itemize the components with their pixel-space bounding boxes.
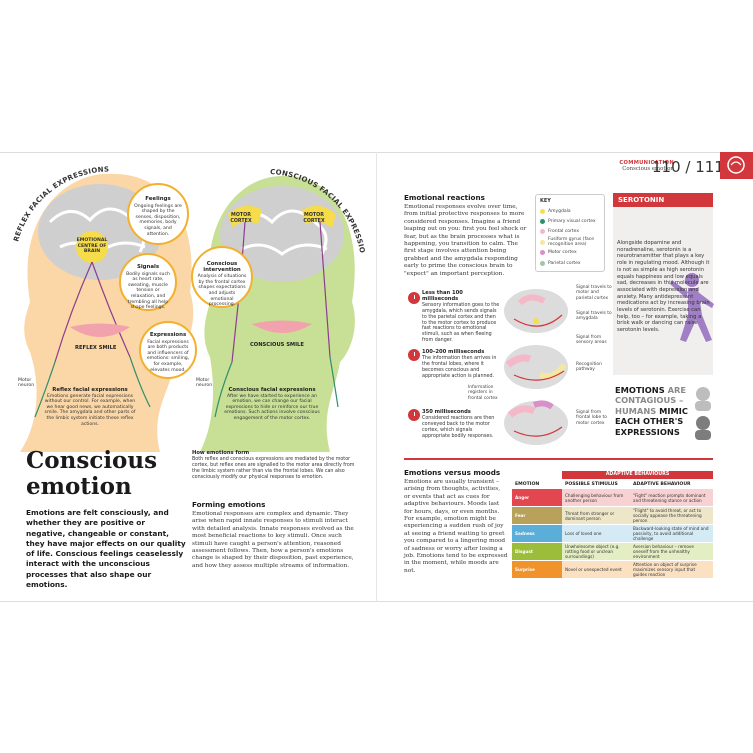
- section-divider: [404, 458, 713, 460]
- brain-note-1: Signal travels to motor and parietal cor…: [576, 285, 612, 301]
- intervention-text: Analysis of situations by the frontal co…: [197, 274, 247, 308]
- reflex-smile-lips: [70, 323, 130, 337]
- how-emotions-form-text: Both reflex and conscious expressions ar…: [192, 457, 355, 480]
- step-1: Less than 100 milliseconds Sensory infor…: [422, 290, 500, 344]
- brain-sequence-illustration: [504, 289, 568, 445]
- moods-text: Emotions are usually transient – arising…: [404, 479, 508, 574]
- table-row: Sadness Loss of loved one Backward-looki…: [512, 525, 713, 542]
- conscious-smile-lips: [252, 320, 312, 333]
- motor-cortex-left-label: MOTOR CORTEX: [230, 213, 252, 224]
- clock-icon: [408, 349, 420, 361]
- motor-cortex-right-patch: [302, 205, 336, 228]
- key-item: Parietal cortex: [540, 258, 600, 268]
- intro-paragraph: Emotions are felt consciously, and wheth…: [26, 508, 186, 590]
- reflex-caption-text: Emotions generate facial expressions wit…: [44, 393, 136, 427]
- reflex-caption: Reflex facial expressions Emotions gener…: [42, 387, 138, 427]
- section-name: COMMUNICATION: [619, 160, 674, 166]
- step-2: 100–200 milliseconds The information the…: [422, 349, 497, 379]
- emotional-reactions-text: Emotional responses evolve over time, fr…: [404, 204, 527, 277]
- key-item: Primary visual cortex: [540, 216, 600, 226]
- forming-emotions-title: Forming emotions: [192, 500, 266, 509]
- brain-note-5: Information registers in frontal cortex: [468, 385, 498, 401]
- table-row: Surprise Novel or unexpected event Atten…: [512, 561, 713, 578]
- subsection-name: Conscious emotion: [622, 166, 674, 172]
- forming-emotions-text: Emotional responses are complex and dyna…: [192, 511, 354, 569]
- table-row: Fear Threat from stronger or dominant pe…: [512, 507, 713, 524]
- intervention-title: Conscious intervention: [203, 261, 241, 273]
- signals-bubble: Signals Bodily signals such as heart rat…: [125, 264, 171, 311]
- how-emotions-form-title: How emotions form: [192, 450, 250, 456]
- expressions-bubble: Expressions Facial expressions are both …: [145, 332, 191, 373]
- page-numbers: 110 / 111: [652, 158, 724, 176]
- clock-icon: [408, 292, 420, 304]
- heads-illustration: REFLEX FACIAL EXPRESSIONS CONSCIOUS FACI…: [0, 152, 366, 452]
- adaptive-behaviours-table: ADAPTIVE BEHAVIOURS EMOTION POSSIBLE STI…: [512, 471, 713, 579]
- feelings-bubble: Feelings Ongoing feelings are shaped by …: [134, 196, 182, 237]
- brain-note-2: Signal travels to amygdala: [576, 311, 612, 322]
- conscious-caption: Conscious facial expressions After we ha…: [224, 387, 320, 422]
- signals-text: Bodily signals such as heart rate, sweat…: [126, 271, 170, 311]
- conscious-caption-title: Conscious facial expressions: [228, 387, 316, 393]
- mimic-faces-icon: [695, 387, 711, 440]
- serotonin-title: SEROTONIN: [613, 193, 713, 207]
- key-item: Amygdala: [540, 206, 600, 216]
- table-row: Disgust Unwholesome object (e.g. rotting…: [512, 543, 713, 560]
- reflex-smile-label: REFLEX SMILE: [75, 345, 117, 351]
- table-title: ADAPTIVE BEHAVIOURS: [562, 471, 713, 479]
- key-title: KEY: [540, 198, 551, 204]
- conscious-caption-text: After we have started to experience an e…: [224, 393, 320, 421]
- key-item: Motor cortex: [540, 248, 600, 258]
- motor-neuron-right-label: Motor neuron: [196, 378, 213, 389]
- motor-cortex-left-patch: [228, 205, 262, 228]
- page-title: Conscious emotion: [26, 448, 157, 500]
- dancer-icon: [670, 273, 714, 342]
- page-header: COMMUNICATION Conscious emotion: [570, 160, 674, 172]
- motor-cortex-right-label: MOTOR CORTEX: [303, 213, 325, 224]
- key-item: Frontal cortex: [540, 227, 600, 237]
- motor-neuron-left-label: Motor neuron: [18, 378, 35, 389]
- emotional-reactions-title: Emotional reactions: [404, 193, 485, 202]
- brain-note-6: Signal from frontal lobe to motor cortex: [576, 410, 607, 426]
- contagious-callout: EMOTIONS ARE CONTAGIOUS – HUMANS MIMIC E…: [615, 385, 688, 437]
- expressions-text: Facial expressions are both products and…: [146, 339, 190, 373]
- key-item: Fusiform gyrus (face recognition area): [540, 237, 600, 247]
- feelings-text: Ongoing feelings are shaped by the sense…: [134, 203, 182, 237]
- head-brain-icon: [720, 152, 753, 179]
- intervention-bubble: Conscious intervention Analysis of situa…: [197, 261, 247, 308]
- title-line-1: Conscious: [26, 447, 158, 474]
- clock-icon: [408, 409, 420, 421]
- emotional-centre-marker: [76, 231, 108, 263]
- page-gutter: [376, 152, 377, 602]
- expressions-title: Expressions: [149, 332, 187, 338]
- signals-title: Signals: [136, 264, 160, 270]
- brain-note-3: Signal from sensory areas: [576, 335, 607, 346]
- moods-title: Emotions versus moods: [404, 468, 501, 477]
- emotional-centre-label: EMOTIONAL CENTRE OF BRAIN: [76, 238, 108, 255]
- title-line-2: emotion: [26, 473, 132, 500]
- serotonin-text: Alongside dopamine and noradrenaline, se…: [617, 240, 710, 334]
- feelings-title: Feelings: [145, 196, 171, 202]
- brain-note-4: Recognition pathway: [576, 362, 602, 373]
- step-3: 350 milliseconds Considered reactions ar…: [422, 409, 495, 439]
- key-legend: KEY Amygdala Primary visual cortex Front…: [535, 194, 605, 272]
- conscious-smile-label: CONSCIOUS SMILE: [250, 342, 304, 348]
- reflex-caption-title: Reflex facial expressions: [52, 387, 128, 393]
- table-header: EMOTION POSSIBLE STIMULUS ADAPTIVE BEHAV…: [515, 481, 691, 487]
- table-row: Anger Challenging behaviour from another…: [512, 489, 713, 506]
